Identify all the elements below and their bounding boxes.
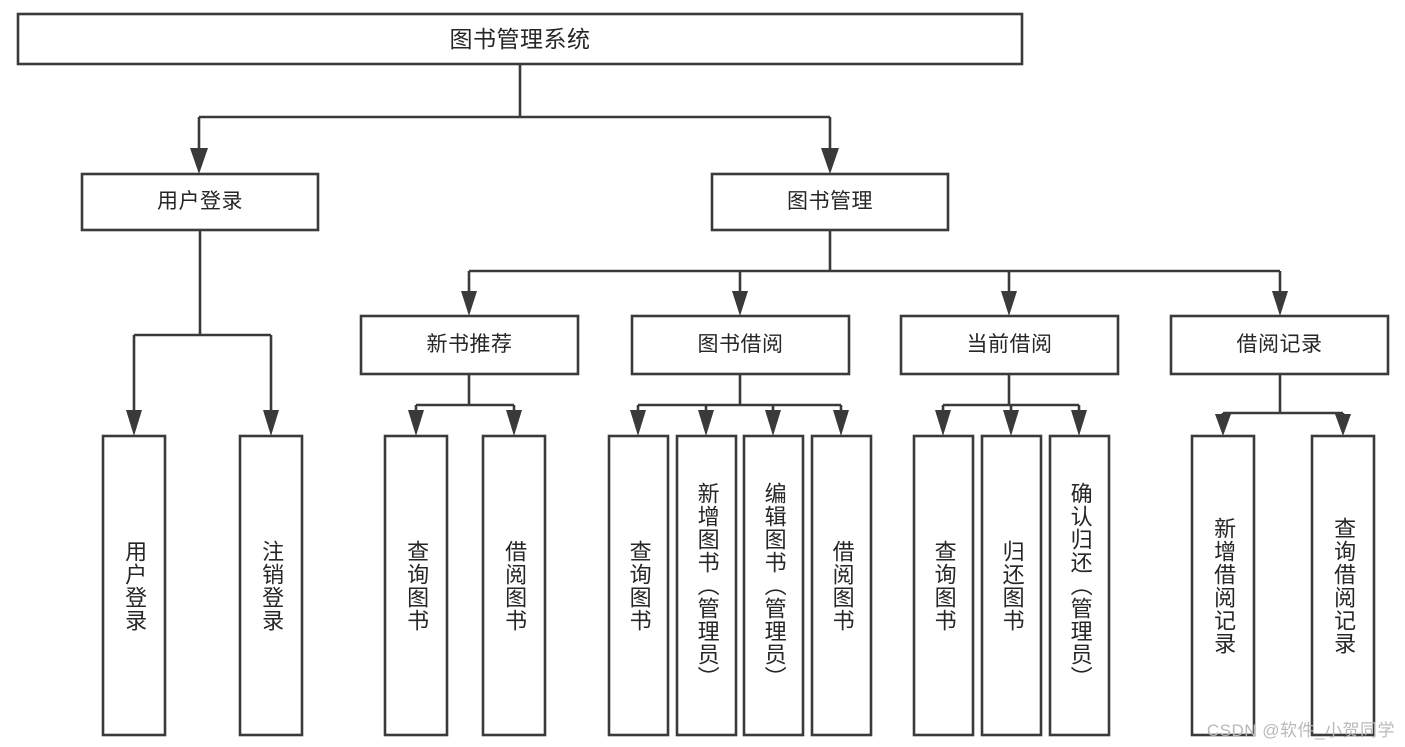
arrow-to-leaf-user-login [126,410,142,436]
node-box-leaf-query-book-2[interactable] [607,434,670,737]
arrow-to-leaf-return-book [1003,410,1019,436]
arrow-to-leaf-edit-book [765,410,781,436]
node-box-borrow-record[interactable] [1169,314,1390,376]
node-box-current-borrow[interactable] [899,314,1120,376]
node-box-leaf-add-record[interactable] [1190,434,1256,737]
node-box-leaf-confirm-return[interactable] [1048,434,1111,737]
arrow-to-user-login [190,148,208,174]
node-box-leaf-user-login[interactable] [101,434,167,737]
node-box-user-login[interactable] [80,172,320,232]
arrow-to-leaf-add-book [698,410,714,436]
arrow-to-leaf-query-record [1335,414,1351,436]
arrow-to-current-borrow [1001,291,1017,316]
arrow-to-leaf-query-book-2 [630,410,646,436]
arrow-to-book-management [821,148,839,174]
arrow-to-leaf-borrow-book-2 [833,410,849,436]
node-box-new-book-recommend[interactable] [359,314,580,376]
arrow-to-leaf-borrow-book-1 [506,410,522,436]
node-box-leaf-query-record[interactable] [1310,434,1376,737]
arrow-to-new-book-recommend [461,291,477,316]
arrow-to-borrow-record [1272,291,1288,316]
node-box-book-management[interactable] [710,172,950,232]
arrow-to-leaf-confirm-return [1071,410,1087,436]
arrow-to-leaf-add-record [1215,414,1231,436]
arrow-to-leaf-user-logout [263,410,279,436]
node-box-leaf-edit-book[interactable] [742,434,805,737]
node-box-root[interactable] [16,12,1024,66]
node-box-book-borrow[interactable] [630,314,851,376]
node-box-leaf-borrow-book-1[interactable] [481,434,547,737]
node-box-leaf-query-book-1[interactable] [383,434,449,737]
arrow-to-leaf-query-book-1 [408,410,424,436]
node-box-leaf-user-logout[interactable] [238,434,304,737]
arrow-to-book-borrow [732,291,748,316]
node-box-leaf-add-book[interactable] [675,434,738,737]
node-box-leaf-borrow-book-2[interactable] [810,434,873,737]
node-box-leaf-return-book[interactable] [980,434,1043,737]
arrow-to-leaf-query-book-3 [935,410,951,436]
node-box-leaf-query-book-3[interactable] [912,434,975,737]
